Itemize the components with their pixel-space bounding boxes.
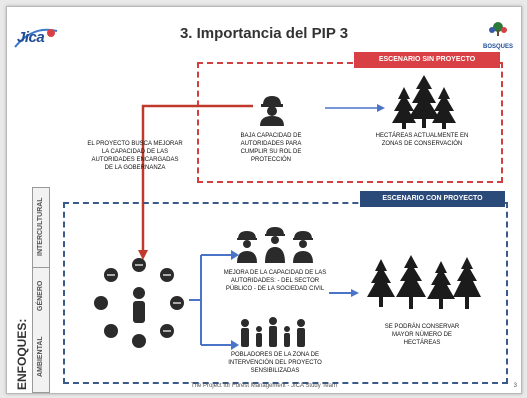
approach-environmental: AMBIENTAL bbox=[37, 336, 44, 378]
bracket-arrows-icon bbox=[189, 250, 239, 350]
improvement-text: MEJORA DE LA CAPACIDAD DE LAS AUTORIDADE… bbox=[223, 270, 327, 292]
slide-title: 3. Importancia del PIP 3 bbox=[179, 25, 349, 42]
tree-logo-icon bbox=[489, 22, 507, 36]
arrow-right-icon-2 bbox=[329, 289, 359, 297]
footer-text: The Project for Forest Management - JICA… bbox=[191, 383, 337, 389]
bosques-logo-text: BOSQUES bbox=[482, 44, 513, 50]
worker-icon bbox=[260, 96, 284, 126]
slide: Jica 3. Importancia del PIP 3 BOSQUES ES… bbox=[6, 6, 522, 394]
scenario-without-tag: ESCENARIO SIN PROYECTO bbox=[354, 52, 500, 68]
hectares-text: HECTÁREAS ACTUALMENTE EN ZONAS DE CONSER… bbox=[375, 133, 469, 147]
residents-family-icon bbox=[241, 317, 305, 347]
scenario-with-box bbox=[63, 202, 508, 384]
large-forest-icon bbox=[367, 255, 481, 309]
authorities-group-icon bbox=[237, 227, 313, 263]
residents-text: POBLADORES DE LA ZONA DE INTERVENCIÓN DE… bbox=[228, 352, 322, 374]
forest-icon bbox=[392, 75, 456, 129]
page-number: 3 bbox=[513, 383, 517, 389]
jica-logo bbox=[14, 28, 58, 48]
approaches-label: ENFOQUES: bbox=[15, 318, 29, 390]
scenario-without-box bbox=[197, 62, 503, 183]
result-text: SE PODRÁN CONSERVAR MAYOR NÚMERO DE HECT… bbox=[384, 324, 460, 346]
jica-logo-text: Jica bbox=[17, 29, 45, 46]
low-capacity-text: BAJA CAPACIDAD DE AUTORIDADES PARA CUMPL… bbox=[240, 133, 302, 163]
arrow-right-icon bbox=[325, 104, 385, 112]
approaches-sidebar: INTERCULTURAL GÉNERO AMBIENTAL ENFOQUES: bbox=[12, 167, 64, 393]
project-text: EL PROYECTO BUSCA MEJORAR LA CAPACIDAD D… bbox=[87, 141, 183, 171]
bosques-logo: BOSQUES bbox=[481, 21, 515, 50]
stakeholders-ring-icon bbox=[94, 258, 184, 348]
approach-gender: GÉNERO bbox=[33, 267, 49, 324]
scenario-with-tag: ESCENARIO CON PROYECTO bbox=[360, 191, 505, 207]
approach-intercultural: INTERCULTURAL bbox=[33, 187, 49, 266]
approaches-column bbox=[32, 187, 50, 393]
